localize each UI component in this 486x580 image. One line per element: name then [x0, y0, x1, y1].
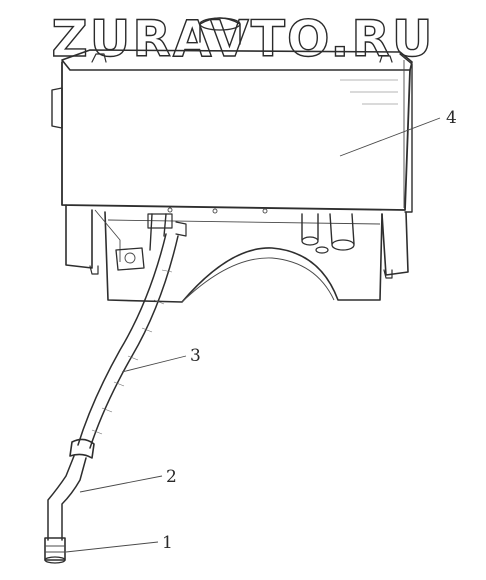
fuel-pipe: [47, 455, 87, 541]
callout-3: 3: [190, 346, 201, 366]
callout-4: 4: [446, 108, 457, 128]
mounting-frame: [65, 204, 409, 303]
callout-2: 2: [166, 467, 177, 487]
callout-1: 1: [162, 533, 173, 553]
leader-lines: [65, 117, 441, 553]
watermark-text: ZURAVTO.RU: [52, 10, 435, 68]
outlet-fittings: [147, 213, 355, 254]
pipe-end-fitting: [44, 537, 66, 564]
tank-body: [51, 17, 413, 213]
fuel-hose: [69, 233, 179, 459]
